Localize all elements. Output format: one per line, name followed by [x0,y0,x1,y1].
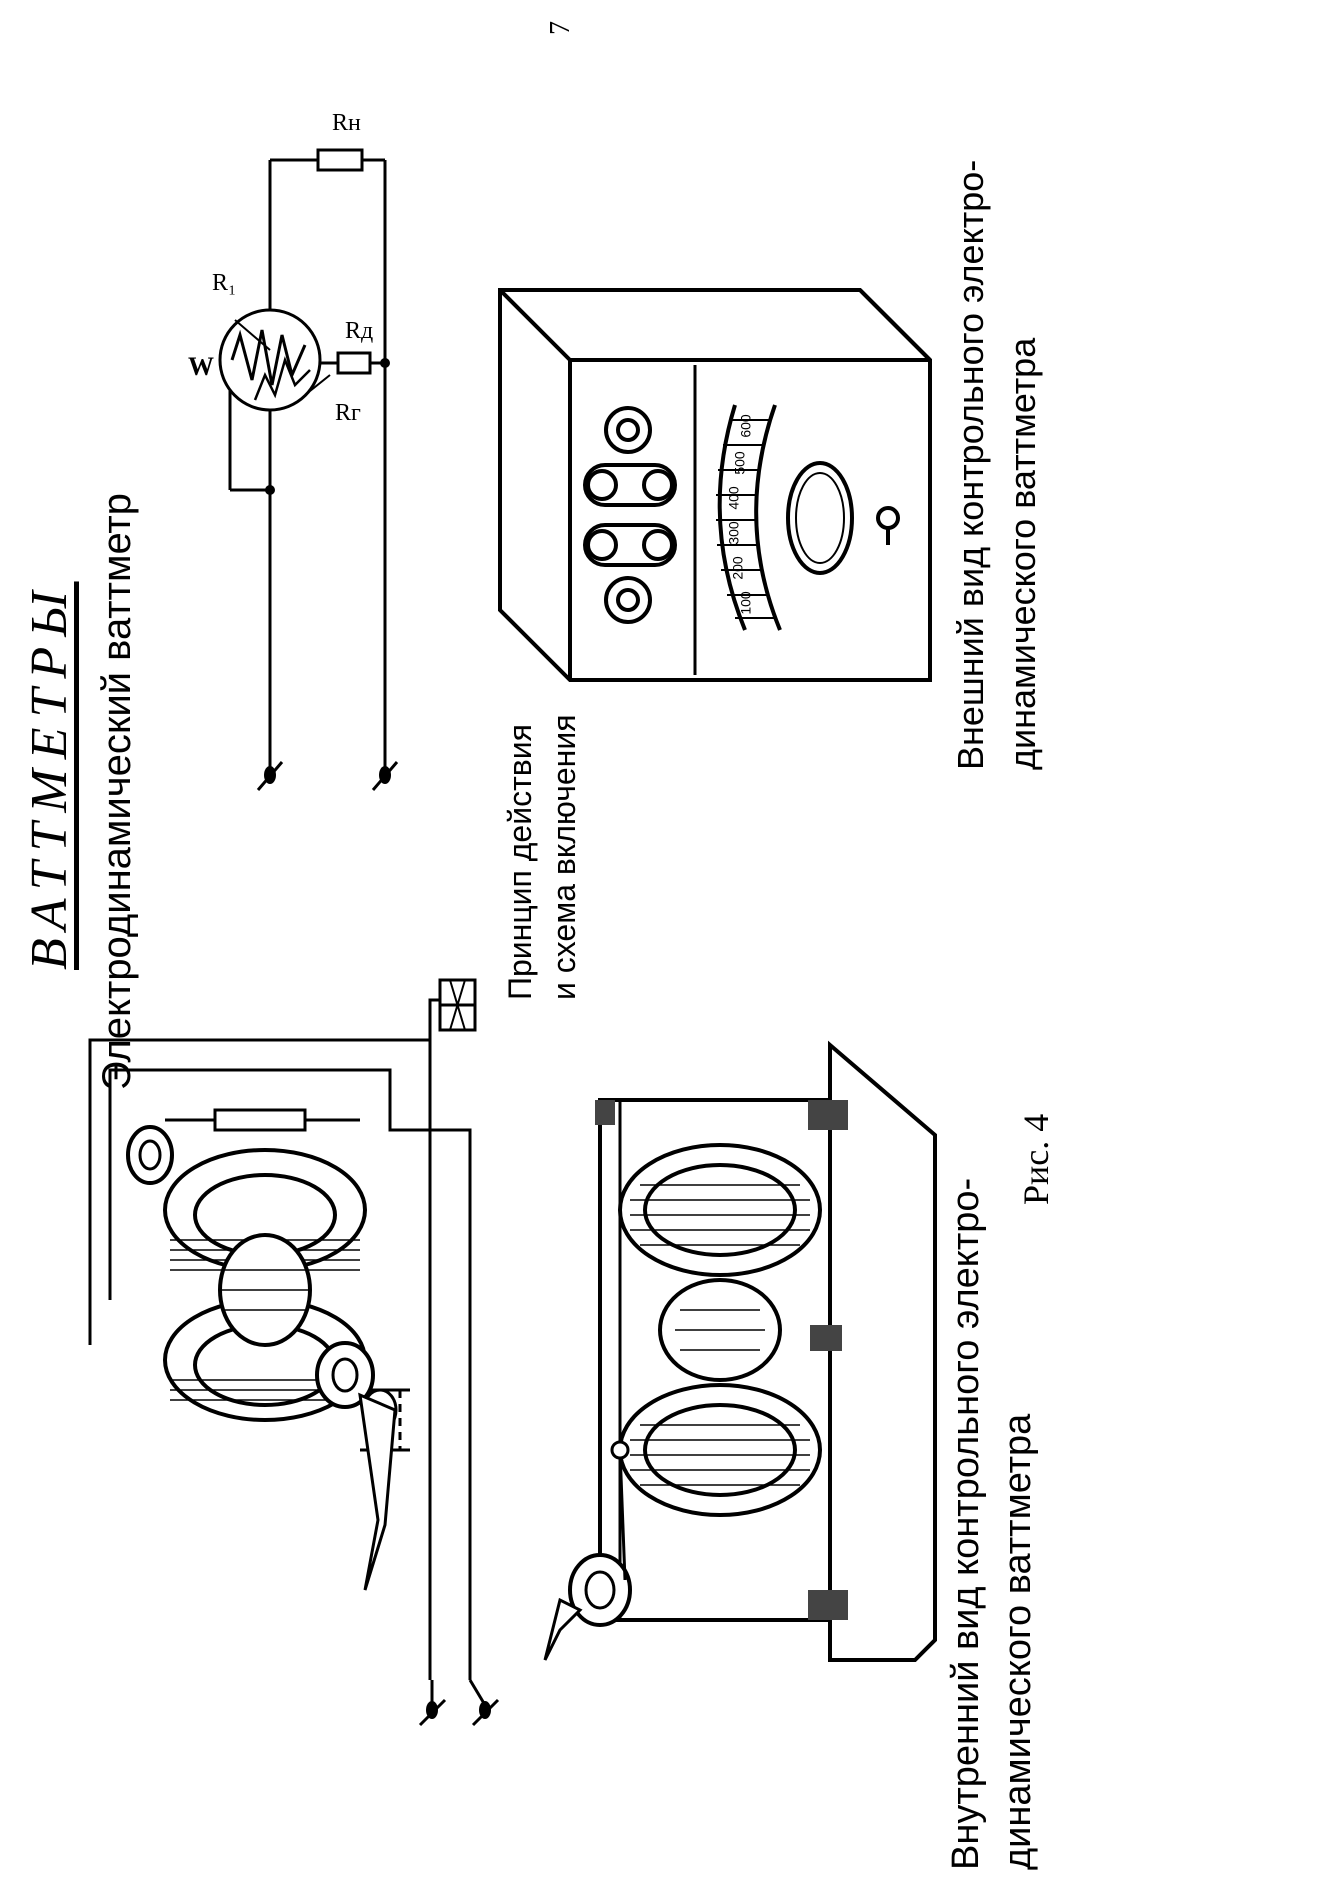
label-rg: Rг [335,400,361,426]
terminal-1 [256,761,284,791]
panel-terminals [583,406,677,624]
rg-pointer-line [304,374,331,396]
principle-terminal-2 [468,1679,500,1727]
meter-window [786,461,854,575]
resistor-rd [336,351,372,375]
r1-pointer-line [234,319,271,351]
internal-pointer [543,1597,583,1661]
scale-arc-inner [754,404,782,631]
pointer-needle [358,1392,397,1591]
junction-node-1 [265,485,275,495]
base-plate [828,1040,937,1662]
case-right-edge [858,288,932,362]
principle-resistor [213,1108,307,1132]
internal-coil-hatching [630,1184,810,1486]
scale-arc-outer [717,404,747,631]
scale-ticks [716,419,775,619]
resistor-rn [316,148,364,172]
zero-adjust-knob [876,506,900,545]
moving-coil-hatch [222,1269,308,1311]
terminal-knob [126,1125,174,1185]
junction-node-2 [380,358,390,368]
coil-winding-2 [253,356,311,401]
principle-terminal-1 [418,1680,447,1727]
label-rn: Rн [332,110,361,136]
label-r1: R₁ [212,270,237,296]
terminal-2 [371,761,399,791]
coil-winding-1 [230,329,307,386]
case-top-edge [498,288,572,362]
principle-connector [438,978,477,1032]
frame-clamps [595,1100,848,1620]
label-rd: Rд [345,318,374,344]
label-w: W [188,352,214,381]
